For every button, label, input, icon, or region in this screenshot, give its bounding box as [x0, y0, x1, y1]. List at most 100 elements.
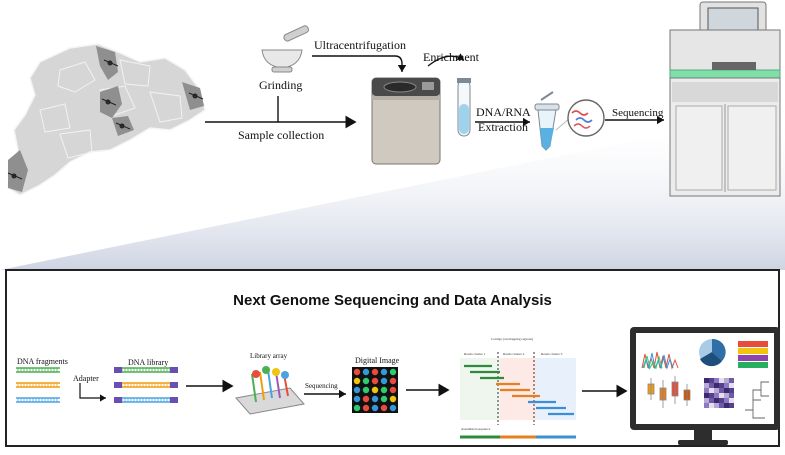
matrix-cell — [719, 403, 724, 408]
matrix-cell — [719, 378, 724, 383]
label-sample-collection: Sample collection — [238, 128, 325, 142]
signal-dot — [380, 386, 388, 394]
matrix-cell — [709, 393, 714, 398]
signal-dot — [353, 377, 361, 385]
matrix-cell — [719, 383, 724, 388]
extraction-tube-icon — [534, 91, 560, 151]
matrix-cell — [714, 383, 719, 388]
matrix-cell — [724, 388, 729, 393]
analysis-monitor-icon — [630, 327, 780, 445]
signal-dot — [362, 404, 370, 412]
matrix-cell — [704, 388, 709, 393]
matrix-cell — [709, 398, 714, 403]
mortar-pestle-icon — [261, 25, 309, 73]
matrix-cell — [709, 378, 714, 383]
signal-dot — [353, 395, 361, 403]
matrix-cell — [719, 388, 724, 393]
signal-dot — [371, 404, 379, 412]
matrix-cell — [729, 388, 734, 393]
signal-dot — [389, 368, 397, 376]
matrix-cell — [724, 398, 729, 403]
label-enrichment: Enrichment — [423, 50, 479, 64]
digital-image-dots — [353, 368, 397, 412]
matrix-cell — [709, 403, 714, 408]
matrix-cell — [709, 388, 714, 393]
matrix-cell — [719, 393, 724, 398]
signal-dot — [380, 404, 388, 412]
signal-dot — [380, 377, 388, 385]
panel-title: Next Genome Sequencing and Data Analysis — [233, 292, 552, 309]
signal-dot — [389, 377, 397, 385]
adapter-block — [114, 367, 122, 373]
matrix-cell — [704, 383, 709, 388]
matrix-cell — [709, 383, 714, 388]
label-dna-fragments: DNA fragments — [17, 357, 68, 366]
signal-dot — [353, 386, 361, 394]
library-array-icon — [235, 366, 305, 415]
label-assembled-sequence: Assembled sequence — [461, 427, 491, 431]
signal-dot — [371, 368, 379, 376]
label-dna-library: DNA library — [128, 358, 169, 367]
signal-dot — [371, 386, 379, 394]
signal-dot — [389, 395, 397, 403]
label-sequencing-step: Sequencing — [305, 382, 338, 390]
signal-dot — [353, 404, 361, 412]
enrichment-tube-icon — [457, 78, 471, 137]
label-grinding: Grinding — [259, 78, 303, 92]
adapter-block — [114, 382, 122, 388]
label-reads-cluster-2: Reads cluster 2 — [503, 352, 525, 356]
nucleic-acid-magnifier — [555, 99, 605, 137]
signal-dot — [371, 395, 379, 403]
label-extraction-line2: Extraction — [478, 120, 528, 134]
matrix-cell — [724, 403, 729, 408]
library-strand — [114, 367, 178, 373]
signal-dot — [362, 386, 370, 394]
signal-dot — [362, 377, 370, 385]
matrix-cell — [724, 383, 729, 388]
centrifuge-icon — [371, 77, 441, 165]
arrow-adapter — [79, 383, 106, 402]
signal-dot — [380, 395, 388, 403]
label-library-array: Library array — [250, 352, 288, 360]
matrix-cell — [704, 378, 709, 383]
signal-dot — [362, 368, 370, 376]
label-ultracentrifugation: Ultracentrifugation — [314, 38, 406, 52]
matrix-cell — [729, 403, 734, 408]
dna-library-icon — [114, 367, 178, 403]
label-reads-cluster-3: Reads cluster 3 — [541, 352, 563, 356]
mosquito-icons — [7, 59, 204, 180]
signal-dot — [371, 377, 379, 385]
sequencer-machine-icon — [669, 1, 781, 197]
matrix-cell — [704, 398, 709, 403]
adapter-block — [170, 397, 178, 403]
assembly-diagram — [460, 352, 576, 439]
label-adapter: Adapter — [73, 374, 99, 383]
matrix-cell — [714, 388, 719, 393]
fragment-strand — [16, 397, 60, 403]
matrix-cell — [704, 403, 709, 408]
signal-dot — [353, 368, 361, 376]
label-contigs: Contigs (overlapping regions) — [491, 337, 533, 341]
matrix-cell — [729, 378, 734, 383]
matrix-cell — [729, 398, 734, 403]
matrix-cell — [704, 393, 709, 398]
signal-dot — [380, 368, 388, 376]
region-map — [7, 43, 206, 196]
arrow-enrichment — [427, 53, 465, 67]
dna-fragments-icon — [16, 367, 60, 403]
adapter-block — [170, 367, 178, 373]
matrix-cell — [714, 403, 719, 408]
fragment-strand — [16, 382, 60, 388]
matrix-cell — [714, 393, 719, 398]
label-digital-image: Digital Image — [355, 356, 400, 365]
label-extraction-line1: DNA/RNA — [476, 105, 531, 119]
matrix-cell — [724, 378, 729, 383]
adapter-block — [170, 382, 178, 388]
matrix-cell — [714, 398, 719, 403]
arrow-ultracentrifugation — [312, 55, 407, 72]
adapter-block — [114, 397, 122, 403]
label-reads-cluster-1: Reads cluster 1 — [464, 352, 486, 356]
signal-dot — [389, 404, 397, 412]
